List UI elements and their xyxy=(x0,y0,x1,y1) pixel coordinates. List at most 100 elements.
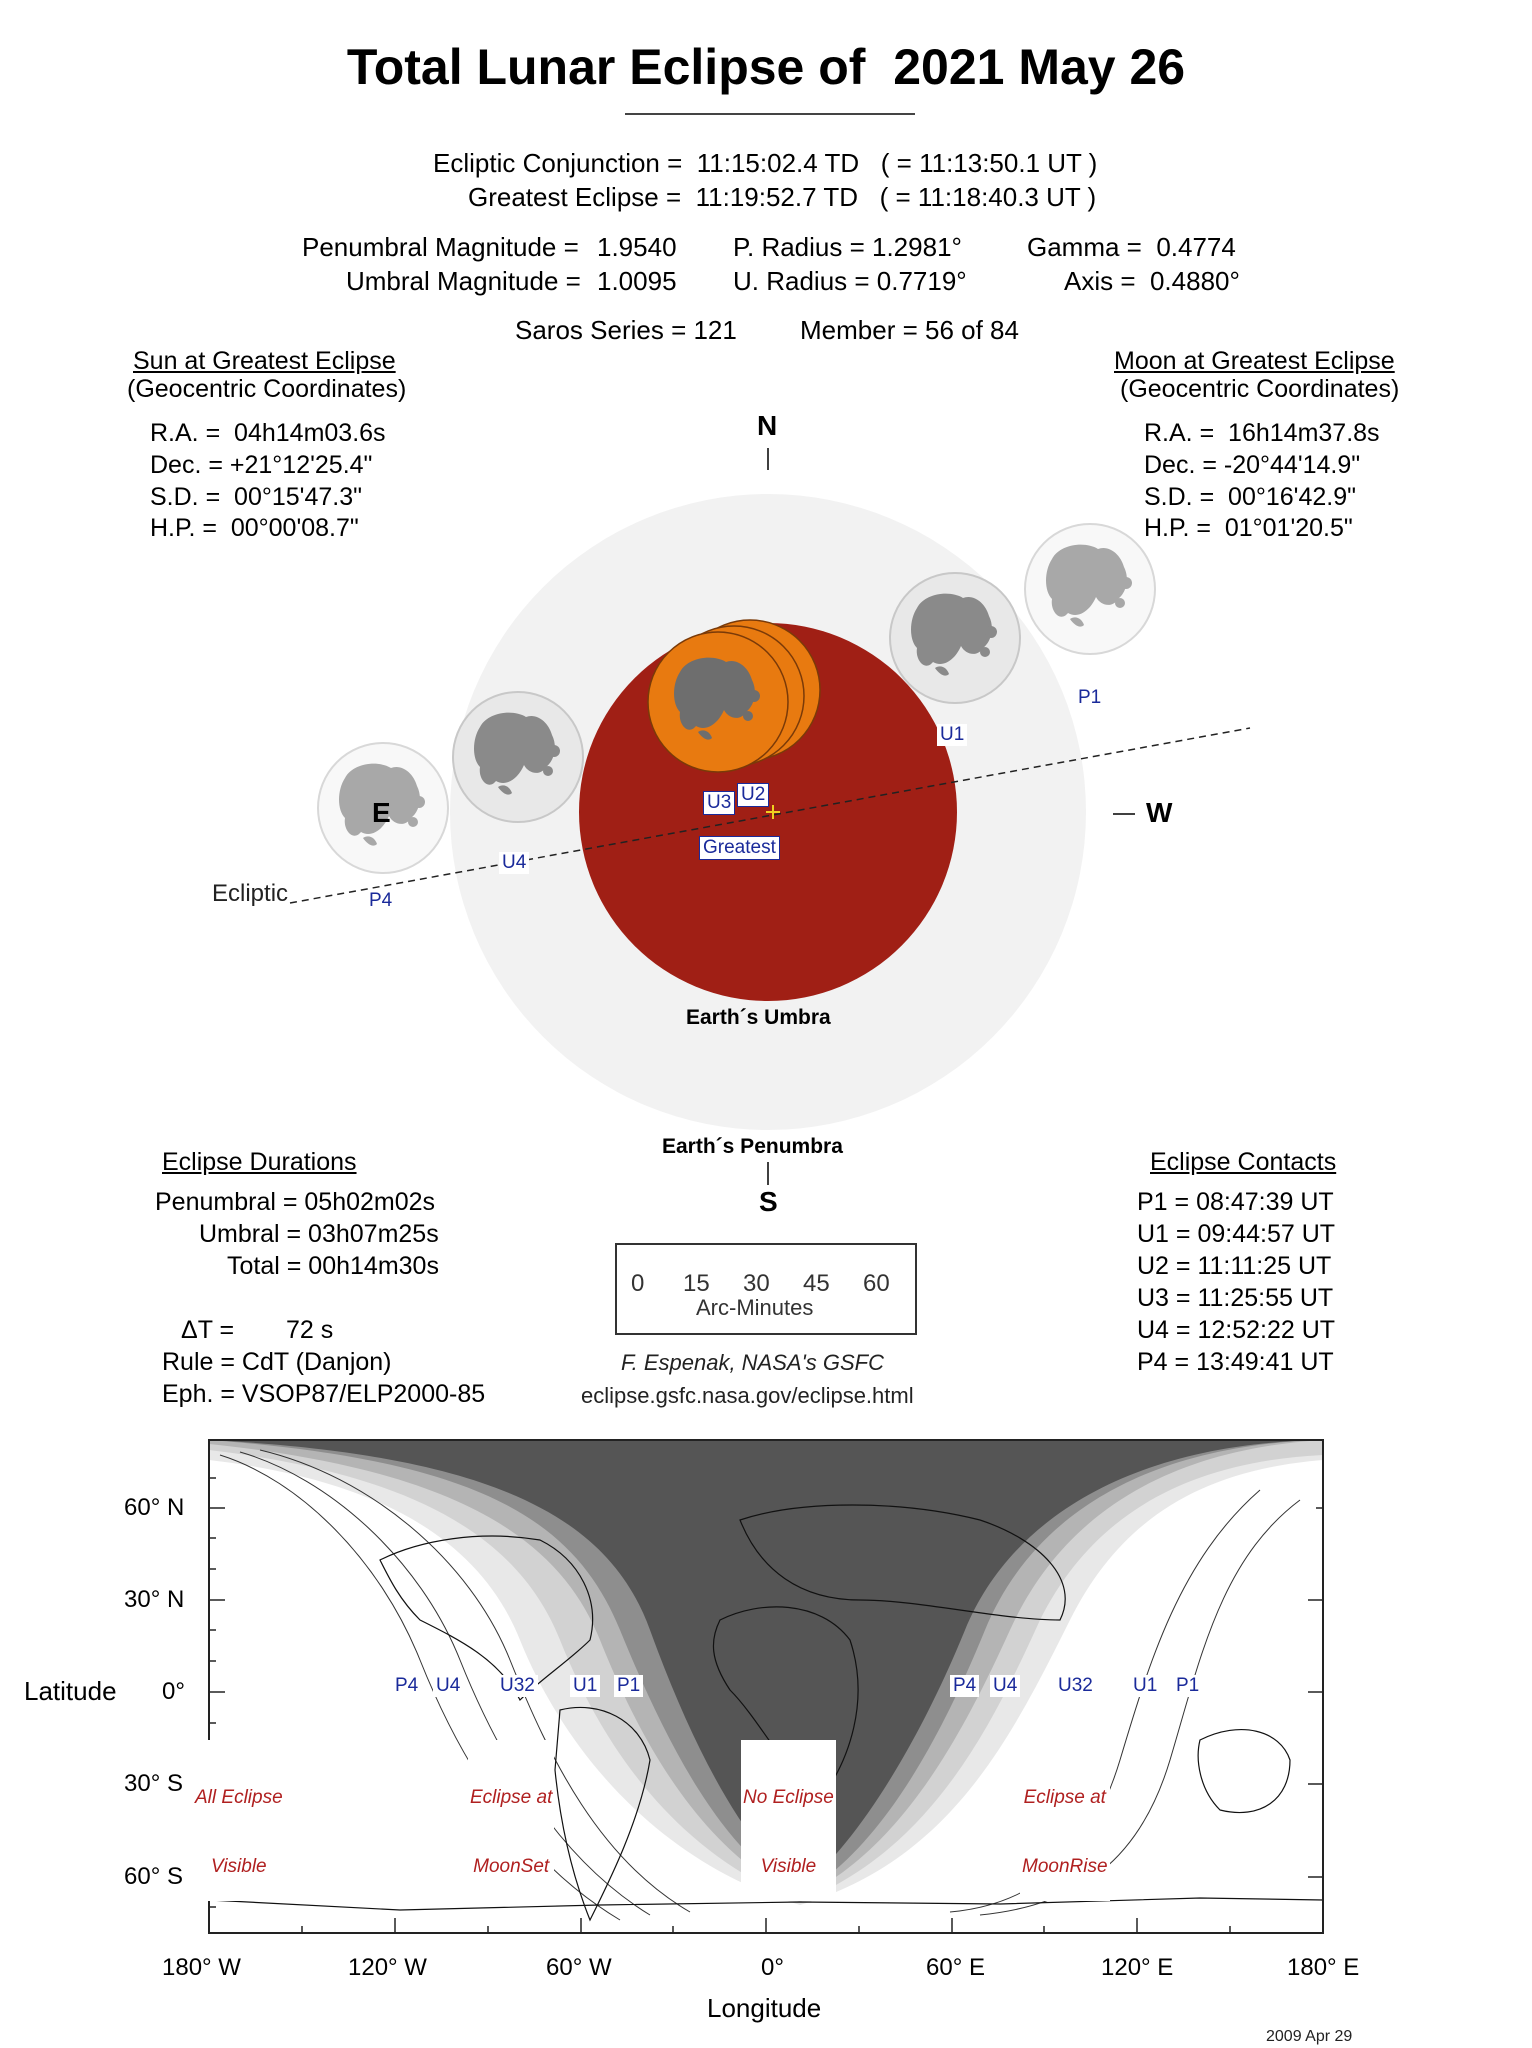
region-all-visible: All Eclipse Visible xyxy=(193,1740,285,1901)
credit-author: F. Espenak, NASA's GSFC xyxy=(621,1350,885,1375)
contact-label-greatest: Greatest xyxy=(699,836,780,860)
ephemeris: Eph. = VSOP87/ELP2000-85 xyxy=(162,1380,486,1408)
region-moonrise: Eclipse at MoonRise xyxy=(1020,1740,1110,1901)
penumbra-label: Earth´s Penumbra xyxy=(662,1135,843,1158)
duration-total: Total = 00h14m30s xyxy=(227,1252,439,1280)
ecliptic-conjunction: Ecliptic Conjunction = 11:15:02.4 TD ( =… xyxy=(433,148,1098,178)
map-label-east-p4: P4 xyxy=(950,1675,980,1697)
lat-tick-0: 0° xyxy=(162,1678,185,1705)
moon-ra: R.A. = 16h14m37.8s xyxy=(1144,419,1380,447)
contact-label-u2: U2 xyxy=(737,783,770,807)
umbral-magnitude-label: Umbral Magnitude = xyxy=(346,266,581,296)
contact-u2: U2 = 11:11:25 UT xyxy=(1137,1252,1332,1280)
sun-subheading: (Geocentric Coordinates) xyxy=(127,375,407,403)
contact-u3: U3 = 11:25:55 UT xyxy=(1137,1284,1334,1312)
contact-label-p1: P1 xyxy=(1078,687,1102,708)
north-label: N xyxy=(757,410,778,441)
scale-tick-0: 0 xyxy=(631,1270,645,1297)
map-label-east-u4: U4 xyxy=(990,1675,1021,1697)
map-label-east-p1: P1 xyxy=(1173,1675,1203,1697)
moon-u1 xyxy=(889,572,1021,704)
moon-u4 xyxy=(452,691,584,823)
footer-date: 2009 Apr 29 xyxy=(1266,2028,1353,2045)
delta-t-value: 72 s xyxy=(286,1316,334,1344)
region-moonset: Eclipse at MoonSet xyxy=(468,1740,555,1901)
lon-tick-0: 0° xyxy=(761,1954,784,1981)
contact-p1: P1 = 08:47:39 UT xyxy=(1137,1188,1334,1216)
moon-sd: S.D. = 00°16'42.9" xyxy=(1144,483,1356,511)
sun-sd: S.D. = 00°15'47.3" xyxy=(150,483,362,511)
penumbral-magnitude: 1.9540 xyxy=(597,232,677,262)
contact-u4: U4 = 12:52:22 UT xyxy=(1137,1316,1336,1344)
scale-tick-15: 15 xyxy=(683,1270,710,1297)
sun-hp: H.P. = 00°00'08.7" xyxy=(150,514,359,542)
penumbral-radius: P. Radius = 1.2981° xyxy=(733,232,962,262)
region-no-eclipse: No Eclipse Visible xyxy=(741,1740,836,1901)
lat-tick-30s: 30° S xyxy=(124,1770,183,1797)
shadow-diagram xyxy=(289,448,1251,1185)
map-label-west-u4: U4 xyxy=(433,1675,464,1697)
contact-label-u4: U4 xyxy=(499,852,530,874)
durations-heading: Eclipse Durations xyxy=(162,1148,357,1176)
sun-ra: R.A. = 04h14m03.6s xyxy=(150,419,386,447)
contact-p4: P4 = 13:49:41 UT xyxy=(1137,1348,1334,1376)
title-divider xyxy=(625,113,915,115)
contact-u1: U1 = 09:44:57 UT xyxy=(1137,1220,1336,1248)
contact-label-p4: P4 xyxy=(369,890,393,911)
contact-label-u3: U3 xyxy=(703,791,736,815)
lon-tick-60e: 60° E xyxy=(926,1954,985,1981)
delta-t-label: ΔT = xyxy=(181,1316,235,1344)
greatest-eclipse: Greatest Eclipse = 11:19:52.7 TD ( = 11:… xyxy=(468,182,1097,212)
moon-hp: H.P. = 01°01'20.5" xyxy=(1144,514,1353,542)
scale-tick-60: 60 xyxy=(863,1270,890,1297)
credit-url[interactable]: eclipse.gsfc.nasa.gov/eclipse.html xyxy=(581,1383,914,1408)
map-label-east-u32: U32 xyxy=(1055,1675,1096,1697)
ecliptic-label: Ecliptic xyxy=(212,880,289,907)
lat-tick-60n: 60° N xyxy=(124,1494,185,1521)
rule: Rule = CdT (Danjon) xyxy=(162,1348,392,1376)
umbra-label: Earth´s Umbra xyxy=(686,1006,831,1029)
page-title: Total Lunar Eclipse of 2021 May 26 xyxy=(346,39,1186,95)
gamma: Gamma = 0.4774 xyxy=(1027,232,1236,262)
scale-tick-30: 30 xyxy=(743,1270,770,1297)
axis: Axis = 0.4880° xyxy=(1064,266,1240,296)
lon-tick-180w: 180° W xyxy=(162,1954,241,1981)
ecliptic-line xyxy=(289,727,1251,904)
west-label: W xyxy=(1146,797,1173,828)
map-label-west-u1: U1 xyxy=(570,1675,601,1697)
contact-label-u1: U1 xyxy=(937,724,968,746)
moon-dec: Dec. = -20°44'14.9" xyxy=(1144,451,1361,479)
east-label: E xyxy=(372,797,391,828)
south-label: S xyxy=(759,1186,778,1217)
umbral-radius: U. Radius = 0.7719° xyxy=(733,266,967,296)
saros-series: Saros Series = 121 xyxy=(515,315,737,345)
lon-tick-180e: 180° E xyxy=(1287,1954,1360,1981)
lat-tick-30n: 30° N xyxy=(124,1586,185,1613)
lon-tick-60w: 60° W xyxy=(546,1954,612,1981)
scale-box xyxy=(615,1243,917,1335)
map-label-west-u32: U32 xyxy=(497,1675,538,1697)
lon-tick-120w: 120° W xyxy=(348,1954,427,1981)
lon-tick-120e: 120° E xyxy=(1101,1954,1174,1981)
greatest-marker xyxy=(766,805,780,819)
lat-tick-60s: 60° S xyxy=(124,1863,183,1890)
scale-tick-45: 45 xyxy=(803,1270,830,1297)
saros-member: Member = 56 of 84 xyxy=(800,315,1019,345)
sun-heading: Sun at Greatest Eclipse xyxy=(133,347,396,375)
duration-umbral: Umbral = 03h07m25s xyxy=(199,1220,439,1248)
longitude-axis-title: Longitude xyxy=(707,1993,822,2023)
umbral-magnitude: 1.0095 xyxy=(597,266,677,296)
contacts-heading: Eclipse Contacts xyxy=(1150,1148,1337,1176)
moon-heading: Moon at Greatest Eclipse xyxy=(1114,347,1395,375)
map-label-west-p1: P1 xyxy=(614,1675,644,1697)
moon-p1 xyxy=(1024,523,1156,655)
scale-unit: Arc-Minutes xyxy=(696,1295,814,1320)
map-label-west-p4: P4 xyxy=(392,1675,422,1697)
sun-dec: Dec. = +21°12'25.4" xyxy=(150,451,373,479)
penumbral-magnitude-label: Penumbral Magnitude = xyxy=(302,232,579,262)
moon-p4 xyxy=(317,742,449,874)
latitude-axis-title: Latitude xyxy=(24,1676,117,1706)
moon-u3 xyxy=(647,631,789,773)
duration-penumbral: Penumbral = 05h02m02s xyxy=(155,1188,436,1216)
map-label-east-u1: U1 xyxy=(1130,1675,1161,1697)
